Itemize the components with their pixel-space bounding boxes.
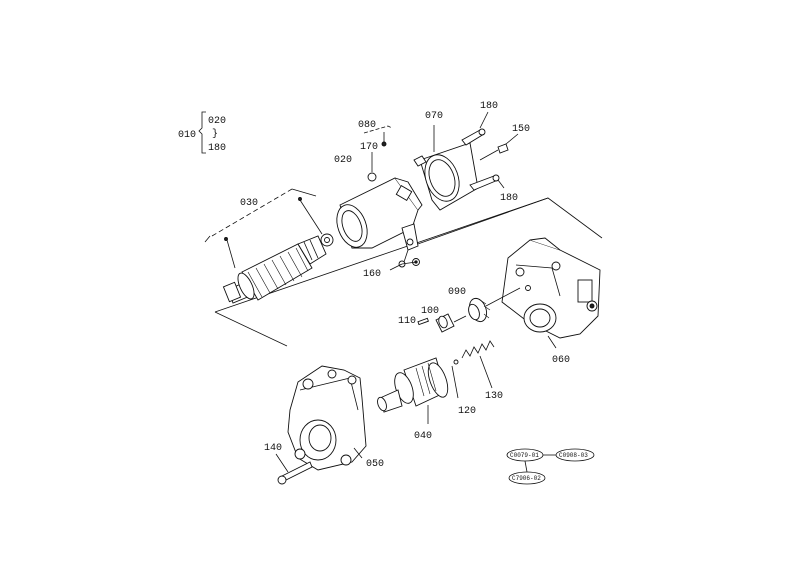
rear-cover-070 — [413, 125, 479, 211]
upper-plane-outline — [214, 197, 603, 347]
label-130: 130 — [485, 391, 503, 402]
collar-100 — [435, 313, 467, 333]
label-150: 150 — [512, 124, 530, 135]
yoke-020 — [336, 177, 423, 268]
assembly-bracket: 010 020 } 180 — [178, 111, 226, 154]
bolt-140 — [275, 453, 313, 485]
label-180-lower: 180 — [500, 193, 518, 204]
part-labels: 020 030 040 050 060 070 080 090 100 110 … — [240, 101, 570, 470]
through-bolt-180-upper — [461, 111, 489, 146]
label-180-upper: 180 — [480, 101, 498, 112]
label-050: 050 — [366, 459, 384, 470]
label-080: 080 — [358, 120, 376, 131]
pinion-090 — [468, 287, 521, 323]
spring-130 — [461, 340, 495, 389]
reference-code-2: C0908-03 — [559, 452, 588, 459]
assembly-code: 010 — [178, 130, 196, 141]
screw-170 — [367, 152, 377, 182]
armature-030 — [204, 188, 334, 304]
reference-code-1: C0079-01 — [510, 452, 539, 459]
label-170: 170 — [360, 142, 378, 153]
label-100: 100 — [421, 306, 439, 317]
reference-codes: C0079-01 C0908-03 C7906-02 — [506, 448, 595, 485]
clip-110 — [417, 317, 429, 326]
label-030: 030 — [240, 198, 258, 209]
label-040: 040 — [414, 431, 432, 442]
reference-code-3: C7906-02 — [512, 475, 541, 482]
label-020: 020 — [334, 155, 352, 166]
screw-150 — [479, 133, 519, 161]
label-160: 160 — [363, 269, 381, 280]
brush-080 — [363, 125, 393, 147]
label-060: 060 — [552, 355, 570, 366]
label-110: 110 — [398, 316, 416, 327]
assembly-range-to: 180 — [208, 143, 226, 154]
label-140: 140 — [264, 443, 282, 454]
label-070: 070 — [425, 111, 443, 122]
pin-120 — [451, 359, 459, 399]
front-bracket-050 — [287, 365, 367, 471]
assembly-range-from: 020 — [208, 116, 226, 127]
through-bolt-180-lower — [469, 174, 505, 191]
clutch-040 — [377, 357, 449, 424]
assembly-range-separator: } — [212, 128, 218, 140]
label-090: 090 — [448, 287, 466, 298]
label-120: 120 — [458, 406, 476, 417]
drive-housing-060 — [501, 237, 601, 349]
